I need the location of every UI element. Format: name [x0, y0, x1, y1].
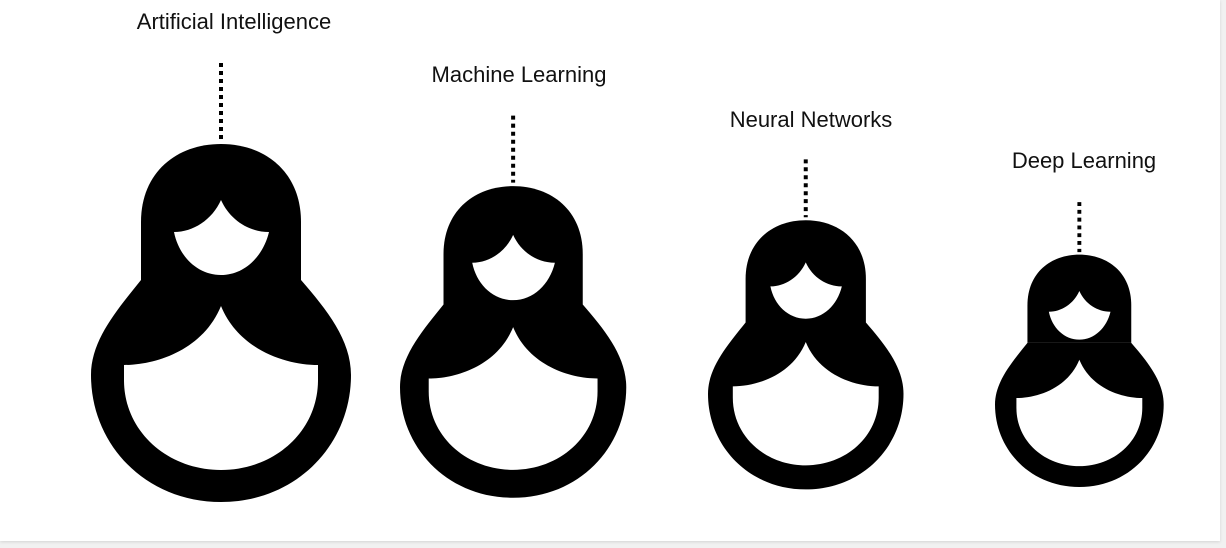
label-deep-learning: Deep Learning [1011, 148, 1157, 173]
doll-face [472, 234, 555, 301]
matryoshka-doll-icon-artificial-intelligence [91, 63, 351, 502]
doll-belly [732, 342, 879, 466]
doll-face [770, 262, 842, 319]
doll-face [1048, 290, 1111, 340]
doll-belly [1016, 359, 1143, 467]
label-machine-learning: Machine Learning [431, 62, 607, 87]
doll-belly [124, 306, 318, 470]
matryoshka-doll-icon-neural-networks [708, 159, 904, 490]
matryoshka-doll-icon-deep-learning [995, 202, 1164, 487]
matryoshka-doll-icon-machine-learning [400, 115, 627, 498]
label-artificial-intelligence: Artificial Intelligence [136, 9, 332, 34]
doll-belly [428, 327, 598, 470]
label-neural-networks: Neural Networks [729, 107, 893, 132]
doll-face [174, 200, 269, 275]
